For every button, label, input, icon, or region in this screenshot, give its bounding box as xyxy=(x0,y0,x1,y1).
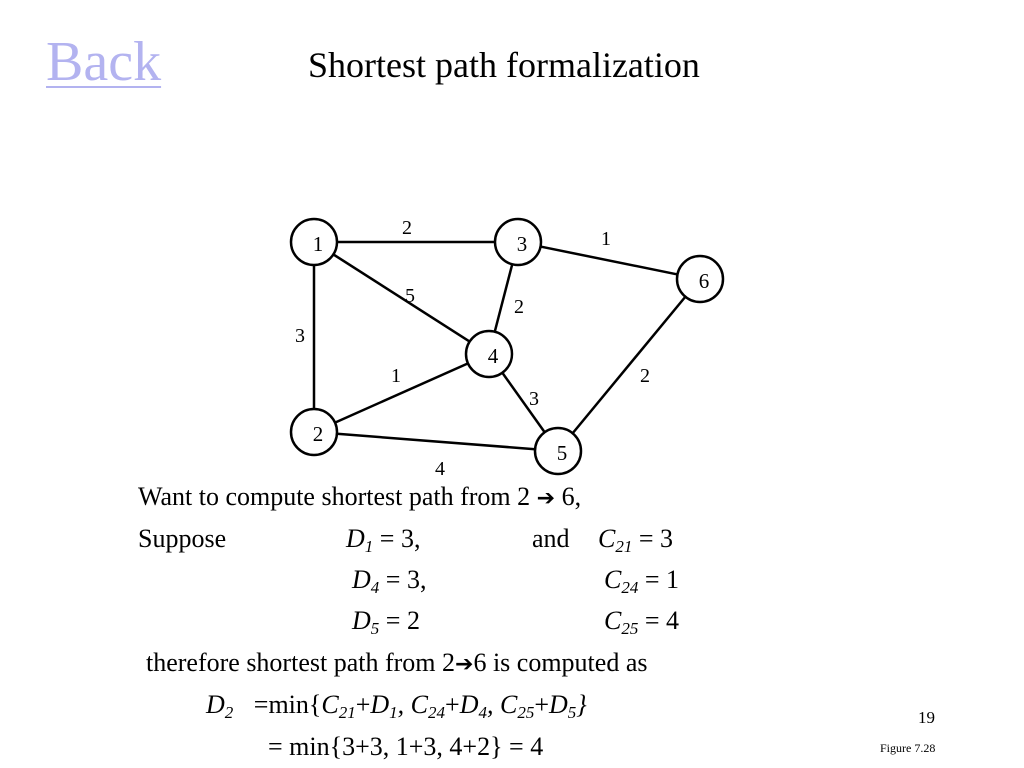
c25-value: C25 = 4 xyxy=(604,606,680,638)
edge-weight-4-5: 3 xyxy=(529,388,539,410)
arrow-icon: ➔ xyxy=(455,652,474,677)
c21-value: C21 = 3 xyxy=(598,524,674,556)
edge-weight-2-4: 1 xyxy=(391,365,401,387)
edge-weight-1-2: 3 xyxy=(295,325,305,347)
edge-weight-3-4: 2 xyxy=(514,296,524,318)
suppose-label: Suppose xyxy=(138,524,227,553)
node-label-2: 2 xyxy=(313,422,324,446)
edge-weight-1-4: 5 xyxy=(405,285,415,307)
node-4 xyxy=(464,329,514,379)
edge-4-5 xyxy=(501,372,546,433)
d4-value: D4 = 3, xyxy=(352,565,427,597)
edge-weight-6-5: 2 xyxy=(640,365,650,387)
page-number: 19 xyxy=(918,708,935,727)
d5-value: D5 = 2 xyxy=(352,606,420,638)
d1-value: D1 = 3, xyxy=(346,524,421,556)
node-label-4: 4 xyxy=(488,344,499,368)
edge-6-5 xyxy=(571,295,687,435)
edge-1-4 xyxy=(332,253,471,343)
figure-reference: Figure 7.28 xyxy=(880,741,936,755)
edge-2-5 xyxy=(336,432,536,451)
node-2 xyxy=(289,407,339,457)
and-label: and xyxy=(532,524,570,553)
node-label-5: 5 xyxy=(557,441,568,465)
arrow-icon: ➔ xyxy=(536,486,556,511)
therefore-line: therefore shortest path from 2➔6 is comp… xyxy=(146,648,648,677)
node-3 xyxy=(493,217,543,267)
node-label-1: 1 xyxy=(313,232,324,256)
back-link[interactable]: Back xyxy=(46,31,162,93)
formula-line: D2 =min{C21+D1, C24+D4, C25+D5} xyxy=(206,690,587,722)
node-label-3: 3 xyxy=(517,232,528,256)
node-1 xyxy=(289,217,339,267)
node-label-6: 6 xyxy=(699,269,710,293)
result-line: = min{3+3, 1+3, 4+2} = 4 xyxy=(268,732,544,761)
edge-weight-1-3: 2 xyxy=(402,217,412,239)
c24-value: C24 = 1 xyxy=(604,565,680,597)
edge-3-6 xyxy=(540,245,678,276)
node-6 xyxy=(675,254,725,304)
node-5 xyxy=(533,426,583,476)
edge-3-4 xyxy=(493,263,514,333)
edge-2-4 xyxy=(334,362,469,424)
edge-weight-2-5: 4 xyxy=(435,458,445,480)
edge-weight-3-6: 1 xyxy=(601,228,611,250)
slide-title: Shortest path formalization xyxy=(308,45,700,85)
problem-statement: Want to compute shortest path from 2 ➔ 6… xyxy=(138,482,582,511)
